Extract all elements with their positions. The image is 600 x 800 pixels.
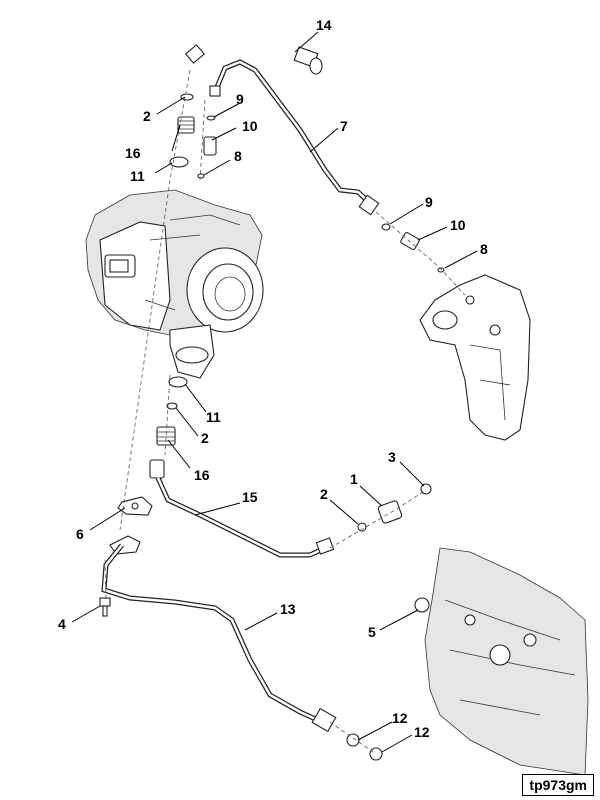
- callout-15: 15: [242, 489, 258, 505]
- callout-2: 2: [201, 430, 209, 446]
- callout-12: 12: [392, 710, 408, 726]
- gasket: [109, 496, 153, 555]
- callout-8: 8: [480, 241, 488, 257]
- callout-5: 5: [368, 624, 376, 640]
- alignment-lines: [104, 69, 466, 755]
- callout-8: 8: [234, 148, 242, 164]
- callout-9: 9: [425, 194, 433, 210]
- callout-16: 16: [125, 145, 141, 161]
- callout-16: 16: [194, 467, 210, 483]
- callout-14: 14: [316, 17, 332, 33]
- leader-lines: [71, 31, 478, 753]
- callout-6: 6: [76, 526, 84, 542]
- callout-13: 13: [280, 601, 296, 617]
- callout-11: 11: [130, 168, 145, 184]
- callout-2: 2: [320, 486, 328, 502]
- callout-2: 2: [143, 108, 151, 124]
- oil-drain-tube: [155, 476, 335, 558]
- callout-12: 12: [414, 724, 430, 740]
- fitting-stack-lower-left: [149, 376, 188, 479]
- o-ring-pair: [346, 733, 383, 761]
- o-ring-block: [414, 597, 430, 613]
- figure-id-label: tp973gm: [522, 774, 594, 796]
- oil-return-tube-upper: [209, 59, 380, 216]
- callout-7: 7: [340, 118, 348, 134]
- callout-10: 10: [450, 217, 466, 233]
- callout-labels: 14 2 9 7 10 16 8 11 9 10 8 11 2 16 3 1 1…: [58, 17, 488, 740]
- bracket-housing: [419, 274, 531, 441]
- oil-return-tube-lower: [101, 543, 337, 733]
- oil-supply-tube: [185, 36, 323, 75]
- callout-9: 9: [236, 91, 244, 107]
- callout-10: 10: [242, 118, 258, 134]
- drain-fitting-group: [357, 483, 432, 532]
- callout-1: 1: [350, 471, 358, 487]
- callout-3: 3: [388, 449, 396, 465]
- callout-4: 4: [58, 616, 66, 632]
- bolt: [99, 597, 111, 617]
- callout-11: 11: [206, 409, 221, 425]
- engine-block: [424, 547, 589, 776]
- turbocharger: [85, 189, 264, 379]
- fitting-stack-upper-left: [169, 93, 217, 179]
- fitting-stack-right: [381, 223, 445, 273]
